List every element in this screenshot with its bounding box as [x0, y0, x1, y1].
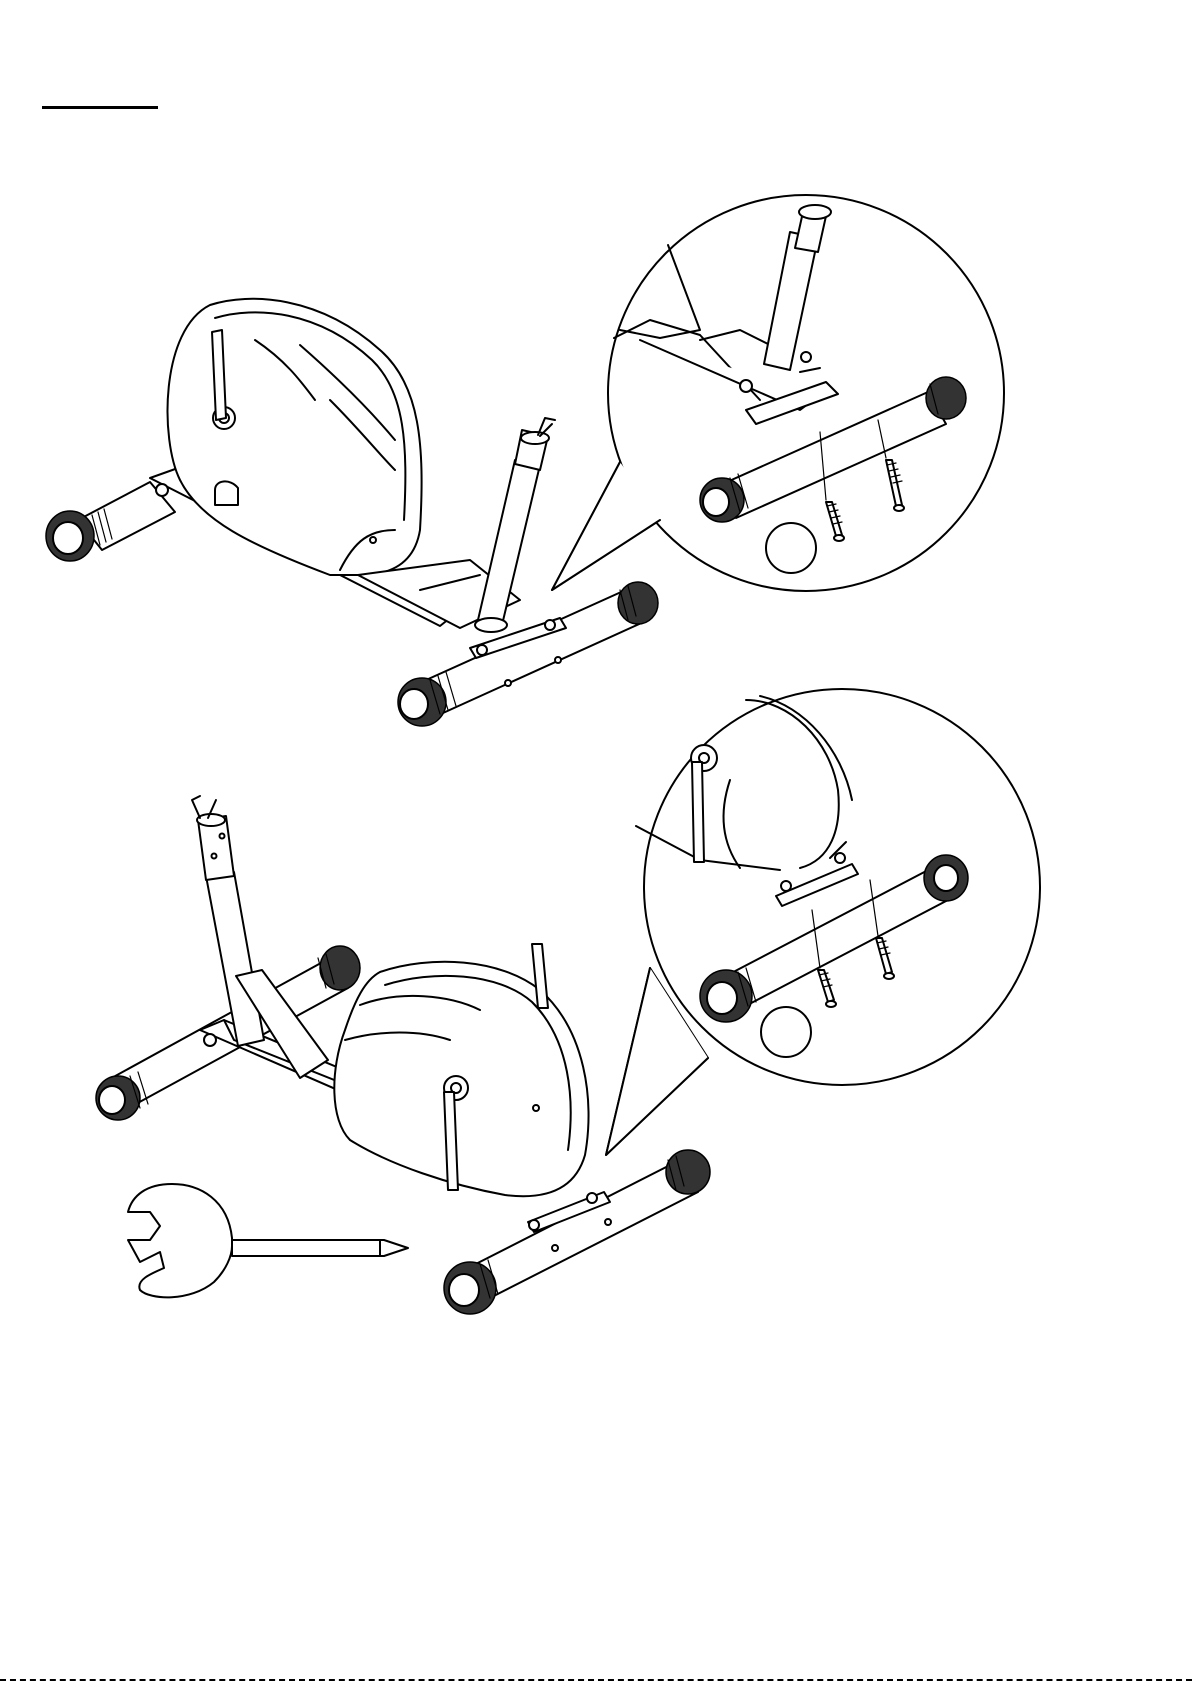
flywheel-housing [168, 299, 422, 575]
figure-front-stabilizer [46, 195, 1004, 726]
part-marker-circle-2 [761, 1007, 811, 1057]
page-bottom-border [0, 1679, 1192, 1681]
flywheel-housing-2 [334, 962, 588, 1196]
figure-rear-stabilizer [96, 689, 1040, 1314]
part-marker-circle [766, 523, 816, 573]
magnified-detail-circle-2 [606, 689, 1040, 1155]
combination-wrench-screwdriver [128, 1184, 408, 1297]
rear-stabilizer-tube [46, 482, 175, 561]
magnified-detail-circle [552, 195, 1004, 591]
